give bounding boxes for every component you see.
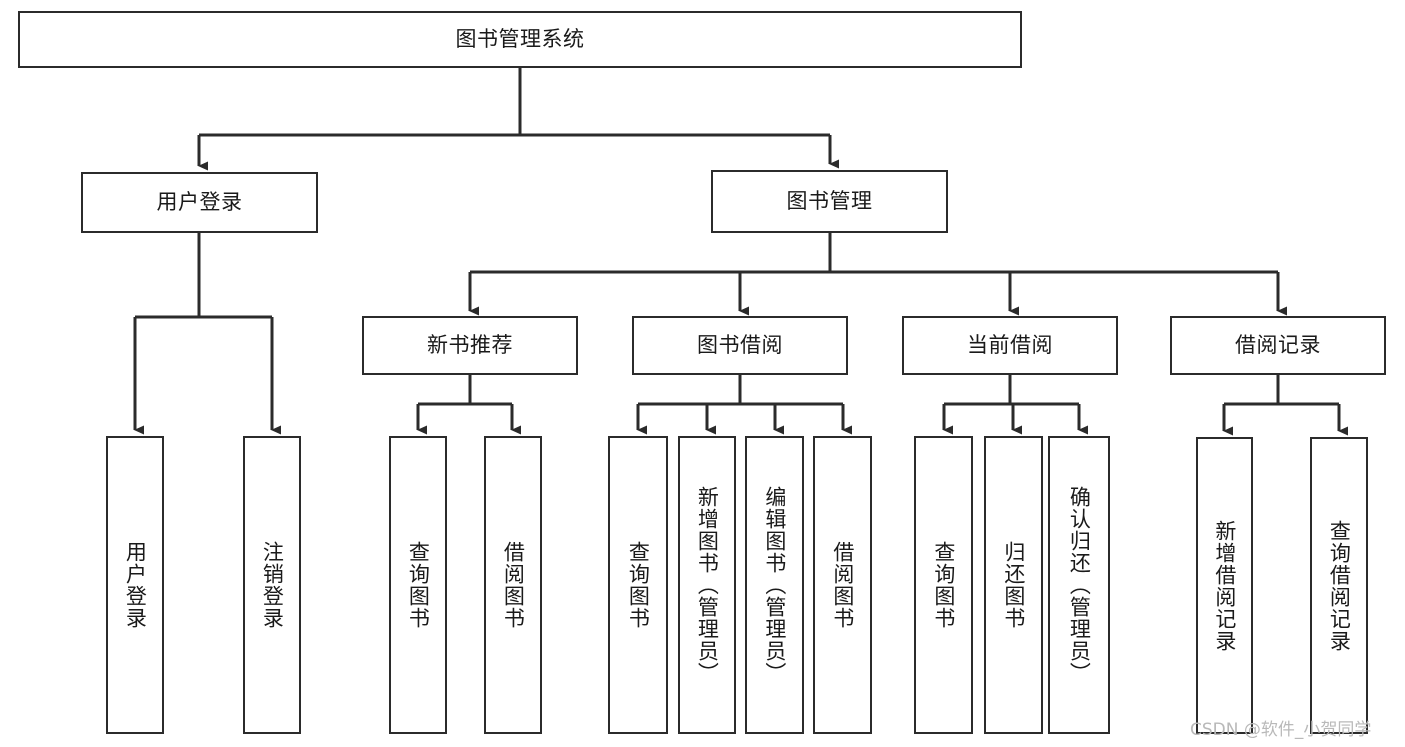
node-user-login[interactable]: 用户登录 <box>81 172 318 233</box>
node-leaf-user-login[interactable]: 用户登录 <box>106 436 164 734</box>
node-leaf-return-book[interactable]: 归还图书 <box>984 436 1043 734</box>
node-label: 借阅记录 <box>1235 333 1321 358</box>
node-label: 用户登录 <box>156 190 243 215</box>
node-label: 图书管理 <box>786 189 873 214</box>
node-leaf-borrow-book-recommend[interactable]: 借阅图书 <box>484 436 542 734</box>
node-borrow-record[interactable]: 借阅记录 <box>1170 316 1386 375</box>
node-leaf-add-borrow-record[interactable]: 新增借阅记录 <box>1196 437 1253 734</box>
node-leaf-query-book-borrow[interactable]: 查询图书 <box>608 436 668 734</box>
node-leaf-query-book-current[interactable]: 查询图书 <box>914 436 973 734</box>
node-label: 编辑图书（管理员） <box>762 486 787 684</box>
node-book-borrow[interactable]: 图书借阅 <box>632 316 848 375</box>
csdn-watermark: CSDN @软件_小贺同学 <box>1190 720 1372 740</box>
node-current-borrow[interactable]: 当前借阅 <box>902 316 1118 375</box>
node-leaf-query-borrow-record[interactable]: 查询借阅记录 <box>1310 437 1368 734</box>
node-label: 查询借阅记录 <box>1327 519 1352 652</box>
node-root-book-management-system[interactable]: 图书管理系统 <box>18 11 1022 68</box>
node-leaf-add-book-admin[interactable]: 新增图书（管理员） <box>678 436 736 734</box>
node-label: 查询图书 <box>931 541 956 629</box>
node-label: 借阅图书 <box>501 541 526 629</box>
node-label: 确认归还（管理员） <box>1067 486 1092 684</box>
node-label: 查询图书 <box>626 541 651 629</box>
node-label: 归还图书 <box>1001 541 1026 629</box>
node-label: 注销登录 <box>260 541 285 629</box>
node-leaf-confirm-return-admin[interactable]: 确认归还（管理员） <box>1048 436 1110 734</box>
node-book-management[interactable]: 图书管理 <box>711 170 948 233</box>
node-leaf-query-book-recommend[interactable]: 查询图书 <box>389 436 447 734</box>
node-label: 查询图书 <box>406 541 431 629</box>
node-label: 用户登录 <box>123 541 148 629</box>
node-label: 图书管理系统 <box>455 27 585 52</box>
node-label: 新增图书（管理员） <box>695 486 720 684</box>
node-label: 当前借阅 <box>967 333 1053 358</box>
node-leaf-logout[interactable]: 注销登录 <box>243 436 301 734</box>
node-label: 借阅图书 <box>830 541 855 629</box>
node-leaf-edit-book-admin[interactable]: 编辑图书（管理员） <box>745 436 804 734</box>
node-leaf-borrow-book[interactable]: 借阅图书 <box>813 436 872 734</box>
node-label: 新增借阅记录 <box>1212 519 1237 652</box>
node-new-book-recommendation[interactable]: 新书推荐 <box>362 316 578 375</box>
node-label: 图书借阅 <box>697 333 783 358</box>
node-label: 新书推荐 <box>427 333 513 358</box>
